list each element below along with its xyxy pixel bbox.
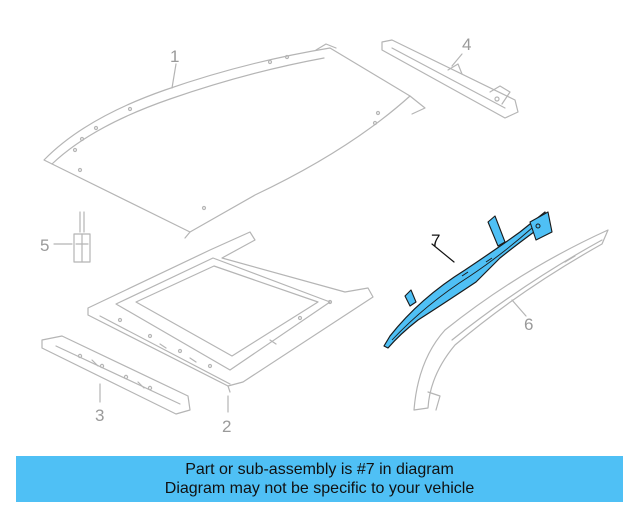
part-7-highlighted[interactable] (383, 211, 553, 349)
callout-5: 5 (40, 236, 49, 255)
callout-2: 2 (222, 417, 231, 436)
part-1-roof-panel[interactable] (43, 43, 426, 239)
part-6-side-rail[interactable] (413, 229, 609, 411)
part-5-clip[interactable] (73, 211, 91, 263)
callout-4: 4 (462, 35, 471, 54)
callout-1: 1 (170, 47, 179, 66)
banner-line-1: Part or sub-assembly is #7 in diagram (185, 461, 454, 478)
diagram-note-banner: Part or sub-assembly is #7 in diagram Di… (16, 456, 623, 502)
callout-6: 6 (524, 315, 533, 334)
callout-7: 7 (431, 231, 440, 250)
leader-lines (53, 53, 527, 413)
part-2-roof-frame[interactable] (87, 231, 374, 393)
part-3-rear-bow[interactable] (41, 335, 191, 415)
part-4-header-rail[interactable] (381, 39, 519, 119)
banner-line-2: Diagram may not be specific to your vehi… (164, 480, 475, 497)
parts-diagram: 1 4 5 3 2 6 7 (40, 35, 609, 436)
callout-3: 3 (95, 406, 104, 425)
